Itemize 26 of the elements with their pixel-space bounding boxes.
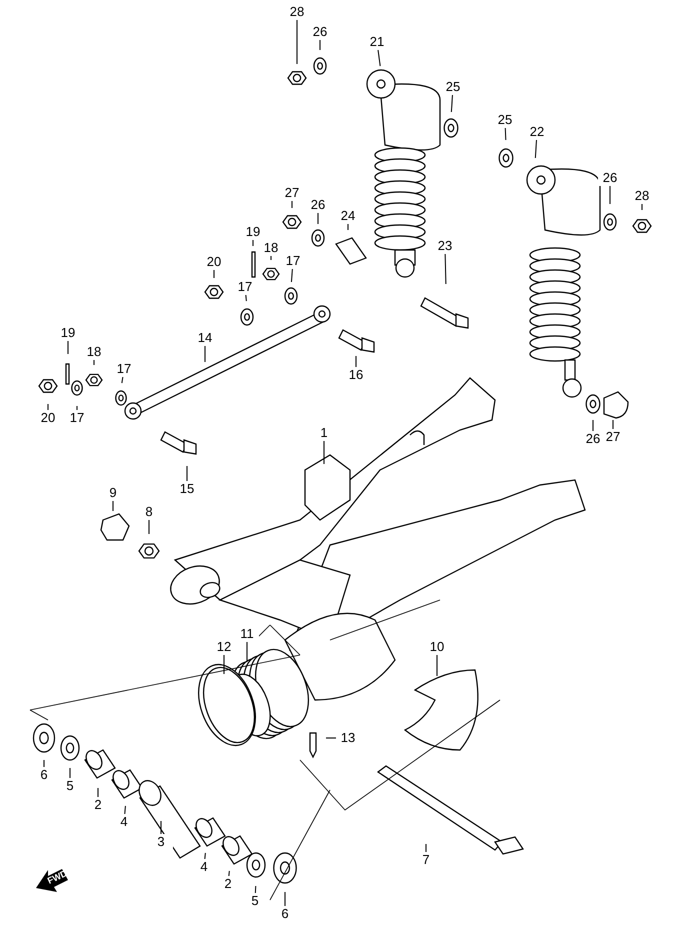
leader-line — [534, 140, 537, 158]
leader-line — [284, 892, 286, 906]
leader-line — [612, 420, 614, 430]
leader-line — [112, 500, 114, 512]
leader-line — [204, 852, 206, 860]
leader-line — [504, 128, 506, 140]
leader-line — [121, 376, 124, 384]
leader-line — [270, 256, 272, 260]
leader-line — [186, 466, 188, 482]
leader-line — [246, 642, 248, 662]
leader-line — [592, 420, 594, 432]
leader-line — [254, 886, 256, 894]
leader-line — [378, 50, 381, 67]
leader-line — [245, 294, 247, 302]
leader-line — [228, 870, 230, 876]
leader-line — [444, 254, 446, 284]
leader-line — [204, 346, 206, 362]
leader-line — [290, 268, 293, 283]
leader-line — [296, 20, 298, 64]
leader-line — [252, 240, 254, 246]
leader-line — [148, 520, 150, 534]
leader-line — [436, 654, 438, 676]
leader-line — [450, 94, 453, 112]
leader-line — [124, 805, 126, 814]
leader-line — [160, 820, 162, 834]
leader-line — [76, 406, 78, 410]
